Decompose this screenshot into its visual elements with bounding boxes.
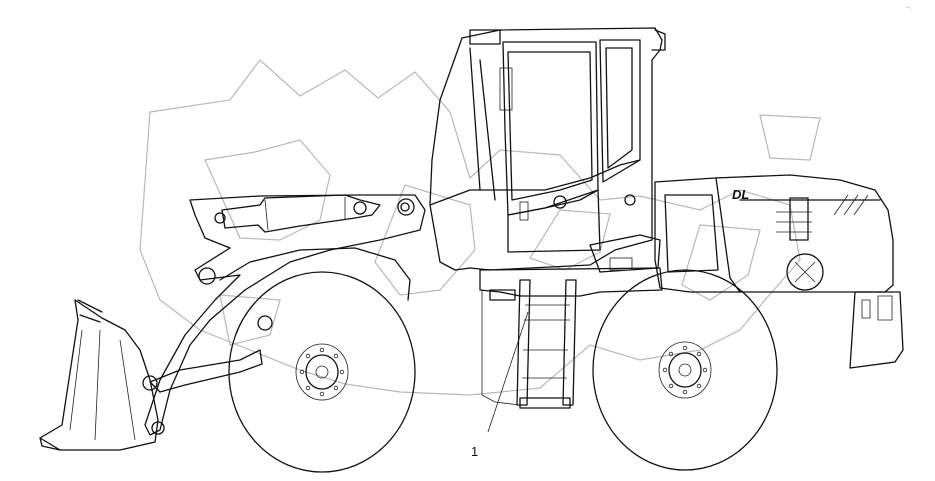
gear-watermark-icon [139, 59, 821, 396]
tilt-linkage [142, 349, 263, 435]
decal-text: DL [732, 187, 749, 202]
rear-wheel [592, 269, 778, 471]
operator-cab [429, 27, 666, 271]
engine-hood [654, 174, 904, 369]
callout-leader-line [487, 311, 529, 433]
front-wheel [228, 271, 416, 473]
lift-cylinder [214, 194, 381, 233]
frame-and-steps [479, 234, 663, 409]
bucket [39, 299, 159, 451]
corner-mark: ~. [906, 5, 912, 12]
callout-label: 1 [471, 444, 478, 459]
rear-hub-bolts [662, 345, 708, 395]
loader-arm [144, 194, 426, 436]
front-fender [219, 247, 411, 301]
callout-1: 1 [471, 311, 529, 459]
front-hub-bolts [299, 347, 345, 397]
